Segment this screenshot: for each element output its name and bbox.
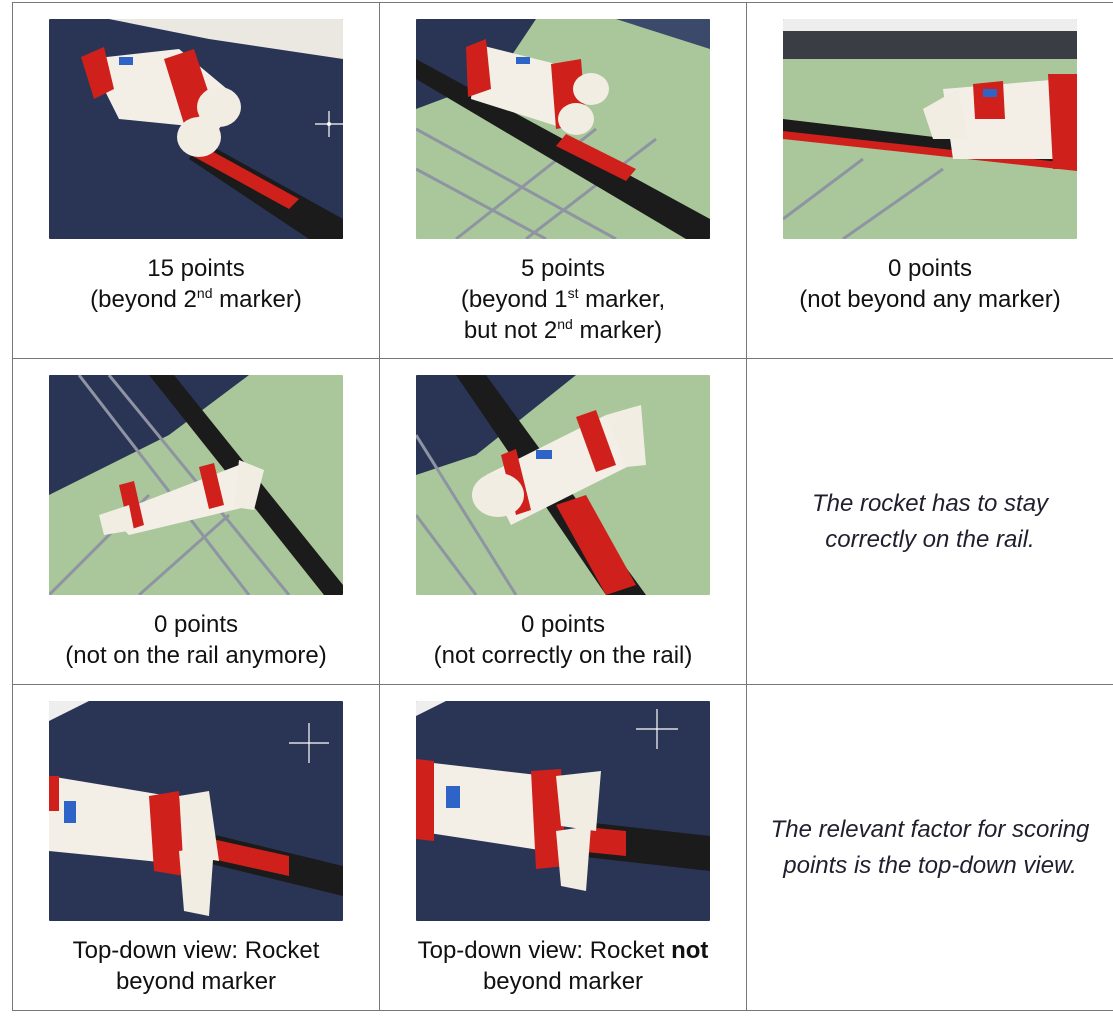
note-cell-top-down: The relevant factor for scoring points i… bbox=[746, 684, 1113, 1011]
points-explanation: (not correctly on the rail) bbox=[433, 642, 693, 669]
rocket-photo bbox=[783, 19, 1077, 239]
points-caption: 0 points (not correctly on the rail) bbox=[380, 609, 746, 671]
example-cell-misaligned: 0 points (not correctly on the rail) bbox=[379, 358, 747, 685]
caption-line: beyond marker bbox=[482, 968, 644, 995]
top-down-caption: Top-down view: Rocket not beyond marker bbox=[380, 935, 746, 997]
points-caption: 15 points (beyond 2nd marker) bbox=[13, 253, 379, 315]
rocket-photo bbox=[416, 701, 710, 921]
points-value: 15 points bbox=[147, 255, 245, 282]
example-cell-0-points-start: 0 points (not beyond any marker) bbox=[746, 2, 1113, 359]
example-cell-off-rail: 0 points (not on the rail anymore) bbox=[12, 358, 380, 685]
caption-line: Top-down view: Rocket not bbox=[417, 937, 709, 964]
scoring-examples-table: 15 points (beyond 2nd marker) bbox=[12, 2, 1113, 1011]
points-caption: 0 points (not beyond any marker) bbox=[747, 253, 1113, 315]
rocket-photo bbox=[416, 375, 710, 595]
rule-note: The relevant factor for scoring points i… bbox=[770, 815, 1090, 879]
caption-line: Top-down view: Rocket bbox=[72, 937, 320, 964]
rocket-photo bbox=[416, 19, 710, 239]
points-explanation: (not on the rail anymore) bbox=[65, 642, 327, 669]
table-row: 15 points (beyond 2nd marker) bbox=[12, 2, 1113, 359]
example-cell-5-points: 5 points (beyond 1st marker, but not 2nd… bbox=[379, 2, 747, 359]
rocket-photo bbox=[49, 375, 343, 595]
rocket-photo bbox=[49, 19, 343, 239]
points-caption: 0 points (not on the rail anymore) bbox=[13, 609, 379, 671]
rocket-photo bbox=[49, 701, 343, 921]
example-cell-top-down-beyond: Top-down view: Rocket beyond marker bbox=[12, 684, 380, 1011]
example-cell-15-points: 15 points (beyond 2nd marker) bbox=[12, 2, 380, 359]
table-row: 0 points (not on the rail anymore) bbox=[12, 358, 1113, 685]
points-value: 0 points bbox=[153, 611, 239, 638]
table-row: Top-down view: Rocket beyond marker bbox=[12, 684, 1113, 1011]
top-down-caption: Top-down view: Rocket beyond marker bbox=[13, 935, 379, 997]
points-explanation: (beyond 2nd marker) bbox=[90, 285, 302, 313]
points-value: 0 points bbox=[520, 611, 606, 638]
example-cell-top-down-not-beyond: Top-down view: Rocket not beyond marker bbox=[379, 684, 747, 1011]
note-cell-rail: The rocket has to stay correctly on the … bbox=[746, 358, 1113, 685]
points-value: 5 points bbox=[520, 255, 606, 282]
points-explanation-cont: but not 2nd marker) bbox=[463, 316, 663, 344]
points-explanation: (not beyond any marker) bbox=[799, 286, 1061, 313]
points-value: 0 points bbox=[887, 255, 973, 282]
points-caption: 5 points (beyond 1st marker, but not 2nd… bbox=[380, 253, 746, 346]
rule-note: The rocket has to stay correctly on the … bbox=[811, 489, 1049, 553]
points-explanation: (beyond 1st marker, bbox=[460, 285, 666, 313]
caption-line: beyond marker bbox=[115, 968, 277, 995]
